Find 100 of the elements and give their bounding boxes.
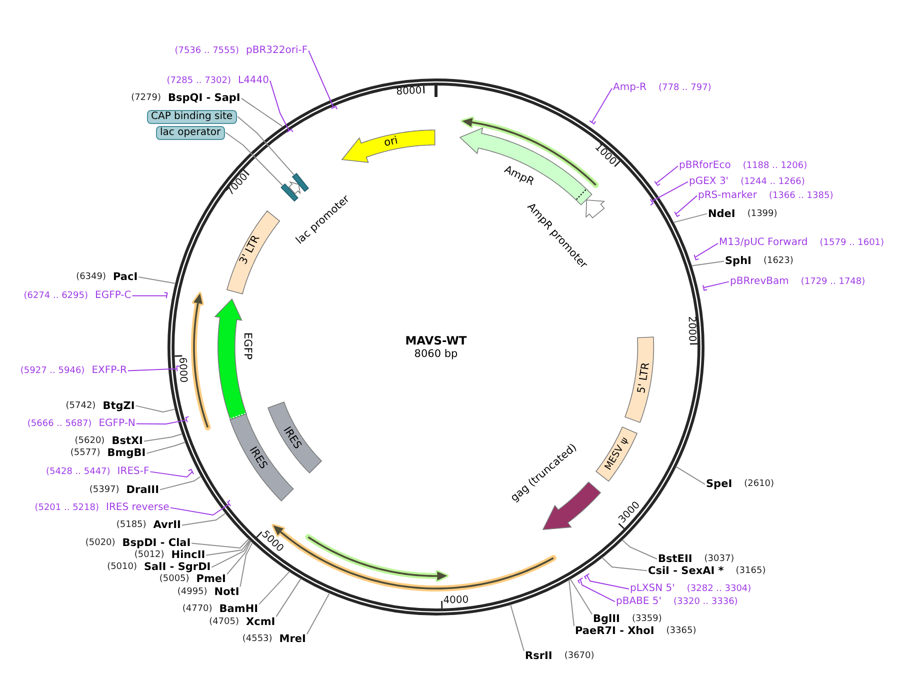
leader-line [510,604,524,652]
coordinate-label: (1729 .. 1748) [800,276,866,288]
leader-line [692,260,724,266]
enzyme-site-label: BspQI - SapI [168,92,240,104]
plasmid-length: 8060 bp [414,349,458,360]
position-tick-label: 2000 [686,316,696,342]
primer-label: EXFP-R [92,364,127,377]
leader-line [127,366,180,372]
coordinate-label: (1366 .. 1385) [768,190,834,202]
leader-line [226,540,252,575]
enzyme-site-label: HincII [171,549,206,562]
enzyme-site-label: BglII [593,613,620,626]
enzyme-site-label: BamHI [219,603,258,616]
enzyme-site-label: RsrII [525,650,552,662]
leader-line [568,579,574,626]
coordinate-label: (5201 .. 5218) [34,502,99,514]
coordinate-label: (3365) [666,625,696,637]
coordinate-label: (3670) [564,650,594,662]
coordinate-label: (778 .. 797) [658,82,712,94]
enzyme-site-label: MreI [279,633,306,646]
leader-line [674,213,708,223]
leader-line [132,292,168,299]
coordinate-label: (1244 .. 1266) [740,176,805,188]
coordinate-label: (4553) [242,633,272,646]
enzyme-site-label: SphI [725,255,752,268]
coordinate-label: (3320 .. 3336) [674,596,738,608]
coordinate-label: (6274 .. 6295) [24,290,88,302]
primer-label: EGFP-C [95,290,132,302]
leader-line [143,433,183,442]
feature-label: ori [383,136,399,149]
feature-tag: CAP binding site [147,110,237,124]
coordinate-label: (5397) [89,484,120,496]
enzyme-site-label: AvrII [153,519,181,532]
coordinate-label: (5010) [107,561,137,574]
coordinate-label: (1188 .. 1206) [742,160,808,172]
enzyme-site-label: PaeR7I - XhoI [575,625,654,637]
coordinate-label: (1579 .. 1601) [820,237,884,250]
primer-label: pBABE 5' [616,596,662,608]
position-tick-label: 4000 [444,596,470,606]
leader-line [240,542,254,588]
leader-line [206,539,250,556]
enzyme-site-label: CsiI - SexAI * [648,564,724,577]
leader-line [602,557,648,572]
leader-line [135,405,176,413]
leader-line [270,80,294,133]
coordinate-label: (5005) [159,573,190,586]
enzyme-site-label: NotI [214,586,240,598]
leader-line [181,512,226,526]
primer-label: pBRforEco [679,160,731,172]
coordinate-label: (6349) [76,271,106,283]
coordinate-label: (5577) [70,447,100,460]
enzyme-site-label: BspDI - ClaI [122,537,191,550]
leader-line [150,468,194,478]
leader-line [240,98,283,127]
coordinate-label: (7285 .. 7302) [166,74,231,87]
coordinate-label: (3359) [632,613,662,626]
leader-line [170,500,232,516]
coordinate-label: (4705) [209,616,239,628]
position-tick-label: 8000 [396,86,422,98]
leader-line [191,538,250,549]
leader-line [584,573,630,590]
leader-line [306,592,330,635]
coordinate-label: (3037) [704,553,734,565]
position-tick-label: 6000 [176,357,188,383]
coordinate-label: (5012) [134,549,164,562]
coordinate-label: (2610) [744,478,774,490]
leader-line [225,132,284,186]
feature-label: 5' LTR [636,362,652,394]
leader-line [702,281,730,291]
primer-label: EGFP-N [98,418,136,430]
primer-label: pGEX 3' [689,176,729,188]
primer-label: IRES reverse [106,502,170,514]
enzyme-site-label: PmeI [196,573,226,586]
leader-line [622,539,658,560]
enzyme-site-label: BtgZI [102,400,135,412]
primer-label: M13/pUC Forward [719,237,808,250]
coordinate-label: (5020) [85,537,116,550]
leader-line [211,540,251,568]
leader-line [160,476,202,490]
primer-label: L4440 [238,74,270,87]
enzyme-site-label: DraIII [126,484,159,496]
enzyme-site-label: PacI [113,271,138,283]
primer-label: IRES-F [117,466,150,478]
leader-line [570,578,592,615]
coordinate-label: (5620) [74,435,105,448]
leader-line [276,578,302,618]
coordinate-label: (5927 .. 5946) [20,364,85,377]
leader-line [308,50,338,110]
enzyme-site-label: SpeI [706,478,732,490]
feature-label: EGFP [242,332,252,360]
coordinate-label: (7279) [131,92,161,104]
enzyme-site-label: BstEII [658,553,692,565]
coordinate-label: (4770) [182,603,212,616]
leader-line [136,416,190,424]
coordinate-label: (5428 .. 5447) [46,466,110,478]
leader-line [577,577,616,602]
primer-label: pBRrevBam [730,276,789,288]
primer-label: pLXSN 5' [630,583,675,595]
coordinate-label: (4995) [177,586,208,598]
enzyme-site-label: NdeI [708,208,736,220]
